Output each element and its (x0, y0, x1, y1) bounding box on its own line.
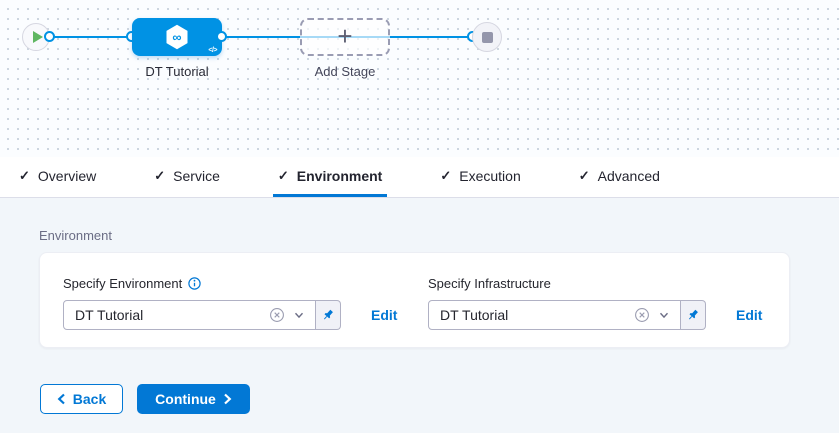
check-icon: ✓ (578, 167, 590, 183)
pipeline-end-node (472, 22, 502, 52)
check-icon: ✓ (19, 167, 30, 183)
pipeline-connector-line (50, 36, 473, 38)
wizard-footer: Back Continue (40, 384, 250, 414)
tab-label: Overview (37, 167, 97, 184)
infrastructure-group: Specify Infrastructure (428, 276, 762, 330)
tab-label: Execution (459, 167, 521, 184)
tab-execution[interactable]: ✓ Execution (435, 157, 525, 197)
pipeline-canvas: ∞ </> DT Tutorial + Add Stage (0, 0, 839, 157)
section-heading: Environment (39, 228, 112, 243)
back-button[interactable]: Back (40, 384, 123, 414)
infrastructure-input[interactable] (440, 307, 627, 323)
environment-group: Specify Environment (63, 276, 397, 330)
check-icon: ✓ (154, 167, 166, 183)
specify-environment-label: Specify Environment (63, 276, 183, 291)
pin-icon (689, 309, 698, 320)
chevron-left-icon (57, 393, 65, 405)
chevron-right-icon (224, 393, 232, 405)
stage-node-dt-tutorial[interactable]: ∞ </> (132, 18, 222, 56)
chevron-down-icon[interactable] (292, 308, 306, 322)
environment-input[interactable] (75, 307, 262, 323)
environment-card: Specify Environment (39, 252, 790, 348)
tab-service[interactable]: ✓ Service (149, 157, 225, 197)
tab-environment[interactable]: ✓ Environment (272, 157, 388, 197)
tab-label: Environment (296, 167, 383, 184)
stage-node-label: DT Tutorial (145, 64, 209, 79)
info-icon[interactable] (188, 277, 201, 290)
svg-text:∞: ∞ (172, 30, 181, 45)
environment-panel: Environment Specify Environment (0, 198, 839, 433)
stage-tabbar: ✓ Overview ✓ Service ✓ Environment ✓ Exe… (0, 157, 839, 198)
environment-select[interactable] (63, 300, 316, 330)
tab-advanced[interactable]: ✓ Advanced (574, 157, 665, 197)
pin-icon (324, 309, 333, 320)
add-stage-label: Add Stage (314, 64, 376, 79)
connector-port (216, 31, 227, 42)
back-button-label: Back (72, 391, 107, 407)
pin-button[interactable] (681, 300, 706, 330)
deploy-hexagon-icon: ∞ (166, 24, 188, 50)
tab-label: Service (173, 167, 220, 184)
infrastructure-select[interactable] (428, 300, 681, 330)
play-icon (32, 31, 43, 43)
code-icon: </> (208, 47, 217, 54)
edit-environment-link[interactable]: Edit (371, 307, 398, 323)
edit-infrastructure-link[interactable]: Edit (736, 307, 763, 323)
chevron-down-icon[interactable] (657, 308, 671, 322)
continue-button-label: Continue (155, 391, 216, 407)
connector-port (44, 31, 55, 42)
plus-icon: + (337, 20, 353, 51)
check-icon: ✓ (277, 167, 289, 183)
clear-icon[interactable] (269, 307, 285, 323)
tab-overview[interactable]: ✓ Overview (14, 157, 101, 197)
check-icon: ✓ (440, 167, 452, 183)
specify-infrastructure-label: Specify Infrastructure (428, 276, 551, 291)
clear-icon[interactable] (634, 307, 650, 323)
pin-button[interactable] (316, 300, 341, 330)
add-stage-button[interactable]: + (300, 18, 390, 56)
stop-icon (481, 31, 493, 43)
tab-label: Advanced (597, 167, 660, 184)
continue-button[interactable]: Continue (137, 384, 250, 414)
